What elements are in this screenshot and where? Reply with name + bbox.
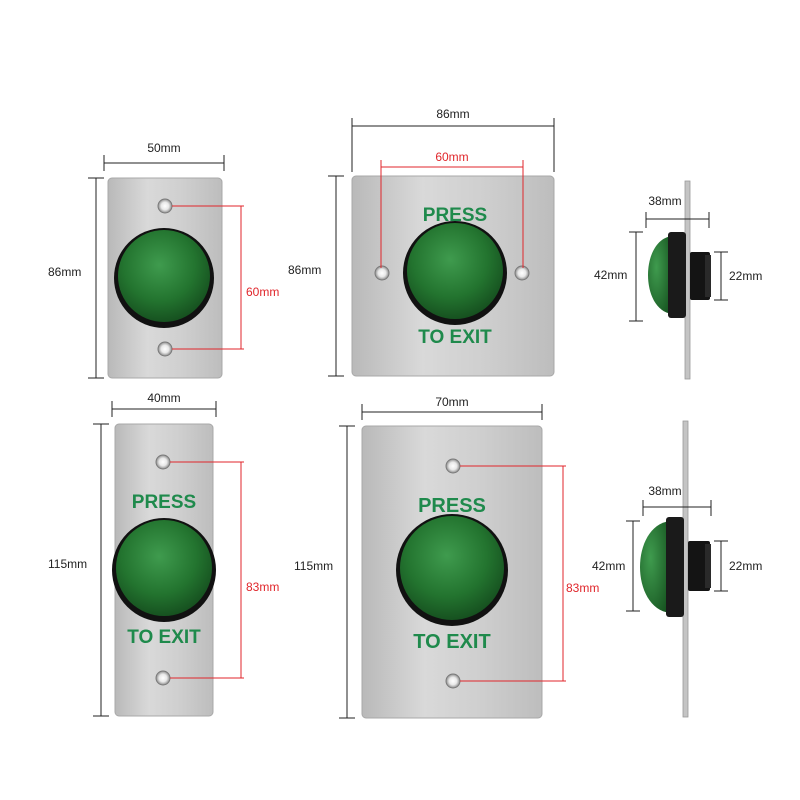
screw-hole-top — [157, 198, 173, 214]
screw-hole-top — [155, 454, 171, 470]
dome-diameter-label: 42mm — [592, 559, 625, 573]
plate-86x86-group: 86mm 86mm PRESS TO EXIT 60mm — [288, 107, 555, 377]
legend-press: PRESS — [418, 495, 486, 517]
plate-115x70-group: 70mm 115mm PRESS TO EXIT 83mm — [294, 395, 599, 719]
plate-86x50-group: 50mm 86mm 60mm — [48, 141, 279, 379]
width-label: 70mm — [435, 395, 468, 409]
hole-spacing-label: 60mm — [435, 150, 468, 164]
width-dimension: 40mm — [111, 391, 217, 417]
side-view-bottom-group: 38mm 42mm 22mm — [592, 420, 762, 718]
depth-dimension: 38mm — [645, 194, 710, 228]
side-view-top-group: 38mm 42mm 22mm — [594, 180, 762, 380]
green-dome-button — [116, 520, 212, 616]
depth-label: 38mm — [648, 484, 681, 498]
height-dimension: 115mm — [294, 425, 355, 719]
hole-spacing-label: 83mm — [246, 580, 279, 594]
legend-to-exit: TO EXIT — [413, 631, 490, 653]
depth-dimension: 38mm — [642, 484, 712, 516]
screw-hole-top — [445, 458, 461, 474]
width-dimension: 50mm — [103, 141, 225, 171]
width-label: 86mm — [436, 107, 469, 121]
height-label: 115mm — [48, 557, 87, 571]
screw-hole-bottom — [157, 341, 173, 357]
base-diameter-dimension: 22mm — [714, 540, 762, 592]
base-diameter-label: 22mm — [729, 559, 762, 573]
hole-spacing-dimension: 60mm — [172, 205, 279, 350]
green-dome-button — [118, 230, 210, 322]
width-dimension: 70mm — [361, 395, 543, 420]
screw-hole-left — [374, 265, 390, 281]
legend-press: PRESS — [132, 492, 196, 513]
height-label: 86mm — [288, 263, 321, 277]
width-label: 50mm — [147, 141, 180, 155]
green-dome-side — [648, 236, 672, 314]
height-dimension: 86mm — [288, 175, 344, 377]
green-dome-side — [640, 521, 670, 613]
legend-to-exit: TO EXIT — [127, 627, 201, 648]
green-dome-button — [400, 516, 504, 620]
depth-label: 38mm — [648, 194, 681, 208]
hole-spacing-dimension: 83mm — [170, 461, 279, 679]
bezel-ring — [666, 517, 684, 617]
dome-diameter-label: 42mm — [594, 268, 627, 282]
hole-spacing-label: 83mm — [566, 581, 599, 595]
base-diameter-dimension: 22mm — [714, 251, 762, 301]
back-housing — [688, 541, 710, 591]
bezel-ring — [668, 232, 686, 318]
base-diameter-label: 22mm — [729, 269, 762, 283]
height-dimension: 86mm — [48, 177, 104, 379]
screw-hole-bottom — [155, 670, 171, 686]
dome-diameter-dimension: 42mm — [592, 520, 640, 612]
width-label: 40mm — [147, 391, 180, 405]
height-dimension: 115mm — [48, 423, 109, 717]
hole-spacing-dimension: 83mm — [460, 465, 599, 682]
screw-hole-right — [514, 265, 530, 281]
green-dome-button — [407, 223, 503, 319]
height-label: 115mm — [294, 559, 333, 573]
dome-diameter-dimension: 42mm — [594, 231, 643, 322]
height-label: 86mm — [48, 265, 81, 279]
legend-press: PRESS — [423, 205, 487, 226]
plate-115x40-group: 40mm 115mm PRESS TO EXIT 83mm — [48, 391, 279, 717]
screw-hole-bottom — [445, 673, 461, 689]
width-dimension: 86mm — [351, 107, 555, 172]
hole-spacing-dimension: 60mm — [380, 150, 524, 268]
legend-to-exit: TO EXIT — [418, 327, 492, 348]
hole-spacing-label: 60mm — [246, 285, 279, 299]
